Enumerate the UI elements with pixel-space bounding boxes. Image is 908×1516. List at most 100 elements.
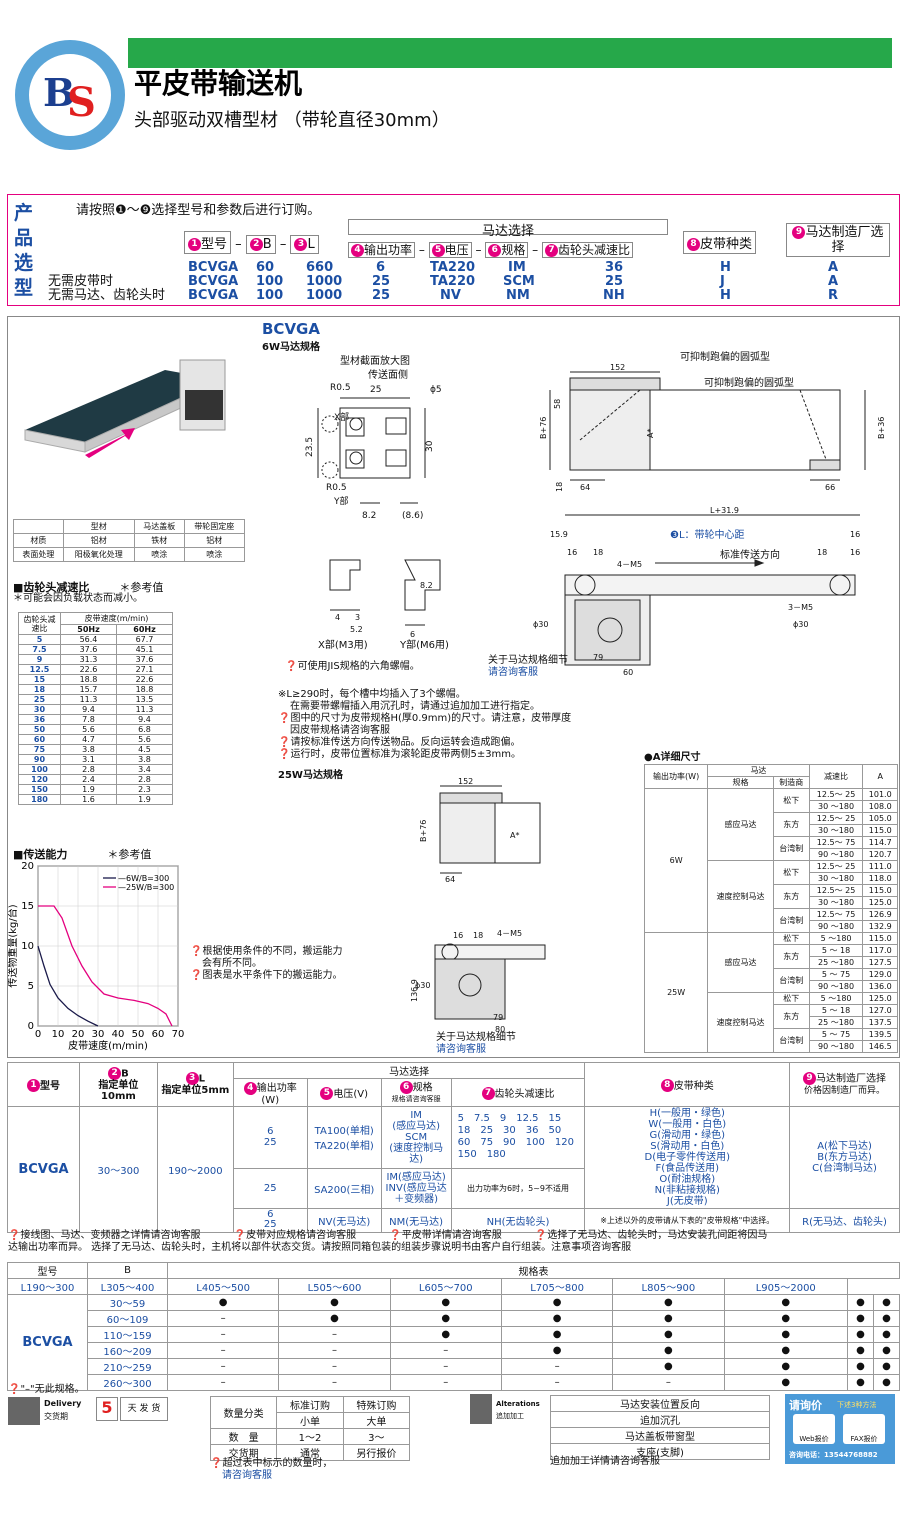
x-part-label: X部(M3用): [318, 640, 368, 651]
bcvga-title: BCVGA: [262, 320, 320, 338]
speed-cell: 36: [18, 714, 61, 725]
speed-cell: 18.8: [60, 674, 117, 685]
y-tick-label: 10: [21, 941, 34, 952]
svg-text:ɸ30: ɸ30: [415, 981, 430, 990]
size-cell: –: [166, 1326, 280, 1343]
speed-cell: 90: [18, 754, 61, 765]
size-row: 110～159––●●●●●●: [8, 1326, 901, 1343]
y-axis-label: 传送物重量(kg/台): [8, 904, 19, 987]
capacity-notes: ❓根据使用条件的不同，搬运能力 会有所不同。 ❓图表是水平条件下的搬运能力。: [190, 946, 343, 981]
product-image: [15, 330, 240, 460]
size-cell: ●: [389, 1326, 502, 1343]
size-cell: ●: [872, 1326, 901, 1343]
svg-text:8.2: 8.2: [420, 581, 433, 590]
size-cell: ●: [389, 1294, 502, 1311]
size-cell: –: [278, 1326, 391, 1343]
svg-text:B+76: B+76: [539, 417, 548, 439]
speed-cell: 9.4: [60, 704, 117, 715]
speed-cell: 100: [18, 764, 61, 775]
speed-cell: 15: [18, 674, 61, 685]
svg-text:B+36: B+36: [877, 417, 886, 439]
motor-note-25w: 关于马达规格细节请咨询客服: [436, 1032, 516, 1055]
motor-select-label: 马达选择: [348, 219, 668, 239]
size-cell: ●: [872, 1342, 901, 1359]
x-tick-label: 60: [152, 1029, 165, 1040]
svg-text:18: 18: [555, 482, 564, 492]
size-cell: –: [389, 1358, 502, 1375]
speed-cell: 7.8: [60, 714, 117, 725]
svg-text:5.2: 5.2: [350, 625, 363, 634]
speed-cell: 50: [18, 724, 61, 735]
size-cell: 210～259: [87, 1358, 168, 1375]
x-tick-label: 70: [172, 1029, 185, 1040]
y-part-label: Y部(M6用): [400, 640, 449, 651]
speed-cell: 22.6: [60, 664, 117, 675]
speed-cell: 67.7: [115, 634, 174, 645]
standard-direction: 标准传送方向: [720, 550, 780, 561]
fax-quote-icon[interactable]: FAX报价: [843, 1414, 885, 1444]
size-cell: ●: [872, 1294, 901, 1311]
quantity-note: ❓超过表中标示的数量时，请咨询客服: [210, 1458, 333, 1481]
svg-text:58: 58: [553, 399, 562, 409]
svg-text:ɸ30: ɸ30: [533, 620, 548, 629]
speed-cell: 5.6: [115, 734, 174, 745]
spec-notes: ❓接线图、马达、变频器之详情请咨询客服 ❓皮带对应规格请咨询客服 ❓平皮带详情请…: [8, 1230, 768, 1253]
x-tick-label: 20: [72, 1029, 85, 1040]
drawing-area: [7, 316, 900, 1058]
svg-text:23.5: 23.5: [305, 437, 315, 457]
size-cell: ●: [500, 1342, 614, 1359]
web-quote-icon[interactable]: Web报价: [793, 1414, 835, 1444]
svg-text:80: 80: [495, 1025, 505, 1034]
svg-text:A*: A*: [646, 429, 655, 438]
speed-cell: 1.9: [60, 784, 117, 795]
size-row: 260～300–––––●●●: [8, 1374, 901, 1391]
y-tick-label: 15: [21, 901, 34, 912]
size-cell: ●: [723, 1374, 848, 1391]
order-side-label: 产品选型: [14, 202, 34, 299]
speed-cell: 31.3: [60, 654, 117, 665]
speed-cell: 120: [18, 774, 61, 785]
speed-cell: 37.6: [60, 644, 117, 655]
chart-title: ■传送能力＊参考值: [13, 848, 152, 861]
svg-text:64: 64: [580, 483, 590, 492]
size-cell: 60～109: [87, 1310, 168, 1327]
inquiry-box[interactable]: 请询价 下述3种方法 Web报价 FAX报价 咨询电话：13544768882: [785, 1394, 895, 1464]
svg-text:4: 4: [335, 613, 340, 622]
size-cell: ●: [872, 1358, 901, 1375]
speed-cell: 2.8: [60, 764, 117, 775]
speed-cell: 45.1: [115, 644, 174, 655]
x-tick-label: 0: [35, 1029, 41, 1040]
jis-note: ❓可使用JIS规格的六角螺帽。: [285, 661, 420, 672]
svg-text:18: 18: [473, 931, 483, 940]
speed-title: ■齿轮头减速比＊参考值: [13, 581, 164, 594]
svg-text:B: B: [43, 70, 75, 115]
size-cell: ●: [500, 1310, 614, 1327]
size-cell: –: [166, 1358, 280, 1375]
size-cell: –: [389, 1342, 502, 1359]
svg-text:136.9: 136.9: [410, 979, 419, 1002]
speed-cell: 22.6: [115, 674, 174, 685]
svg-text:A*: A*: [510, 831, 519, 840]
svg-text:16: 16: [567, 548, 577, 557]
